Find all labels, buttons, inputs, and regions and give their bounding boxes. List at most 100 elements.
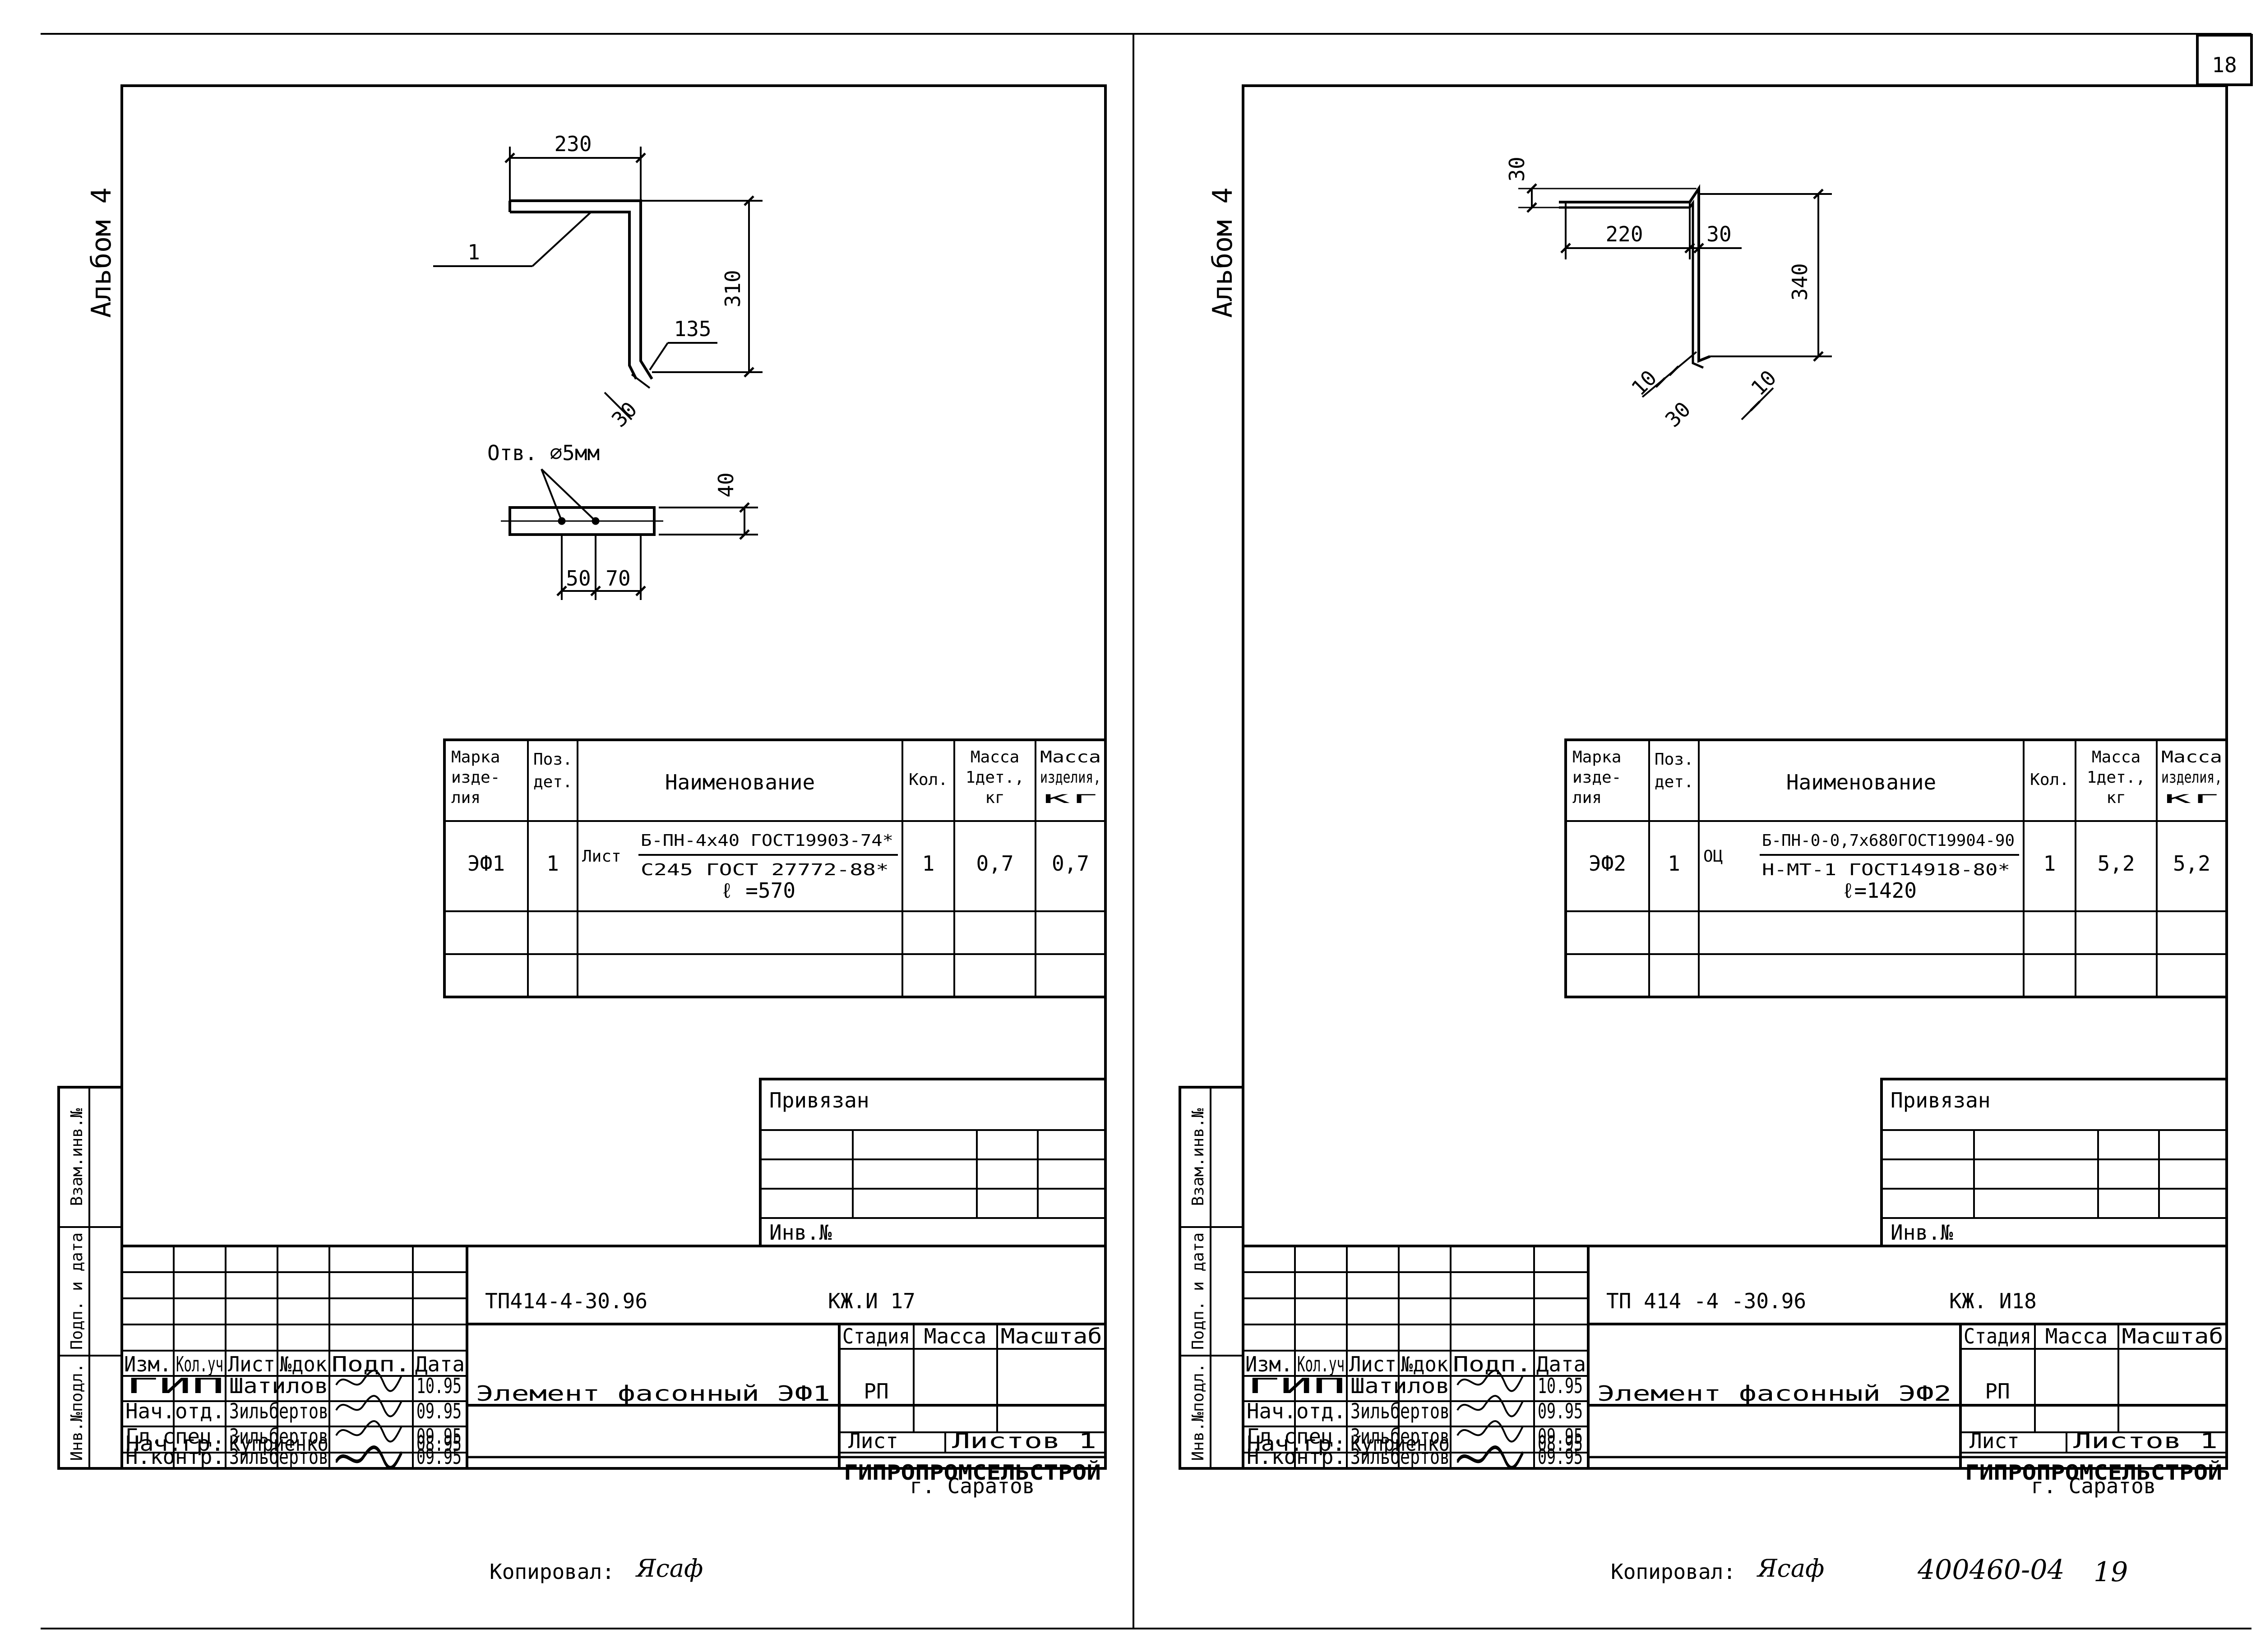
stamp-code: ТП414-4-30.96 bbox=[485, 1289, 647, 1313]
spec-mass-item: 0,7 bbox=[1052, 851, 1089, 876]
stamp-sheet-label: Лист bbox=[848, 1429, 898, 1453]
stamp-date: 09.95 bbox=[416, 1399, 462, 1423]
stamp-head-cell: Кол.уч bbox=[176, 1352, 223, 1376]
spec-header-mass-item: изделия, bbox=[2161, 768, 2222, 787]
leader bbox=[541, 469, 563, 521]
hole-label: Отв. ⌀5мм bbox=[487, 441, 600, 465]
stamp-date: 10.95 bbox=[1538, 1374, 1583, 1398]
leader-label: 1 bbox=[467, 240, 480, 264]
dim-tick bbox=[1655, 377, 1666, 388]
stamp-sheets-label: Листов 1 bbox=[952, 1429, 1096, 1453]
spec-mass-detail: 0,7 bbox=[976, 851, 1013, 876]
dim-tick bbox=[556, 586, 567, 596]
stamp-name: Шатилов bbox=[229, 1374, 328, 1398]
spec-header-name: Наименование bbox=[1786, 770, 1936, 794]
stamp-scale-head: Масштаб bbox=[1001, 1324, 1102, 1348]
stamp-head-cell: №док bbox=[1401, 1352, 1448, 1376]
dim-10: 10 bbox=[1627, 365, 1661, 400]
spec-header-mass-detail: 1дет., bbox=[2087, 768, 2145, 787]
dim-tick bbox=[744, 367, 754, 378]
stamp-city: г. Саратов bbox=[910, 1474, 1035, 1498]
stamp-head-cell: Подп. bbox=[332, 1352, 411, 1376]
spec-mark: ЭФ1 bbox=[467, 851, 505, 876]
signature-scribble bbox=[1456, 1445, 1524, 1468]
side-label: Взам.инв.№ bbox=[1189, 1108, 1207, 1206]
spec-qty: 1 bbox=[922, 851, 935, 876]
spec-material-profile: Б-ПН-4х40 ГОСТ19903-74* bbox=[641, 831, 893, 850]
side-label: Инв.№подл. bbox=[68, 1363, 86, 1461]
archive-number: 400460-04 bbox=[1917, 1554, 2065, 1586]
stamp-title: Элемент фасонный ЭФ1 bbox=[476, 1381, 830, 1406]
stamp-scale-head: Масштаб bbox=[2122, 1324, 2224, 1348]
stamp-code: ТП 414 -4 -30.96 bbox=[1606, 1289, 1806, 1313]
stamp-sheet-label: Лист bbox=[1969, 1429, 2020, 1453]
dim-135: 135 bbox=[674, 317, 711, 341]
spec-header-pos: дет. bbox=[1655, 773, 1694, 791]
strip-outline bbox=[1559, 184, 1711, 363]
stamp-title: Элемент фасонный ЭФ2 bbox=[1597, 1381, 1951, 1406]
side-label: Взам.инв.№ bbox=[68, 1108, 86, 1206]
spec-material-steel: Н-МТ-1 ГОСТ14918-80* bbox=[1762, 861, 2010, 879]
stamp-role: Нач.отд. bbox=[125, 1399, 225, 1423]
spec-header-mass-detail: кг bbox=[2106, 789, 2126, 807]
spec-mark: ЭФ2 bbox=[1589, 851, 1626, 876]
dim-tick bbox=[1813, 189, 1824, 199]
spec-header-mass-detail: Масса bbox=[971, 748, 1019, 766]
stamp-city: г. Саратов bbox=[2031, 1474, 2156, 1498]
stamp-role: Н.контр. bbox=[1247, 1444, 1346, 1469]
dim-line bbox=[604, 392, 633, 420]
stamp-head-cell: Лист bbox=[228, 1352, 275, 1376]
stamp-name: Зильбертов bbox=[229, 1424, 328, 1449]
leader bbox=[541, 468, 596, 522]
spec-qty: 1 bbox=[2043, 851, 2056, 876]
stamp-name: Куприенко bbox=[1350, 1431, 1450, 1456]
spec-table-frame bbox=[1564, 738, 2228, 998]
spec-header-mass-item: кг bbox=[2161, 789, 2222, 807]
dim-tick bbox=[504, 152, 515, 163]
side-label: Подп. и дата bbox=[1189, 1232, 1207, 1350]
dim-tick bbox=[1526, 183, 1537, 194]
strip-outline bbox=[510, 211, 638, 380]
dim-tick bbox=[1693, 243, 1704, 254]
dim-220: 220 bbox=[1605, 222, 1643, 246]
stamp-sheets-label: Листов 1 bbox=[2073, 1429, 2218, 1453]
stamp-role: Нач.отд. bbox=[1247, 1399, 1346, 1423]
dim-tick bbox=[739, 529, 750, 540]
spec-length: ℓ=1420 bbox=[1842, 878, 1917, 903]
dim-70: 70 bbox=[606, 566, 630, 591]
signature-scribble bbox=[1456, 1395, 1524, 1417]
stamp-role: Н.контр. bbox=[125, 1444, 225, 1469]
dim-340: 340 bbox=[1788, 263, 1812, 300]
stamp-sheet-code: КЖ.И 17 bbox=[828, 1289, 915, 1313]
stamp-name: Зильбертов bbox=[1350, 1424, 1450, 1449]
strip-outline bbox=[1559, 199, 1704, 369]
spec-pos: 1 bbox=[546, 851, 559, 876]
spec-header-name: Наименование bbox=[665, 770, 815, 794]
spec-header-mass-item: кг bbox=[1040, 789, 1101, 807]
spec-material-profile: Б-ПН-0-0,7х680ГОСТ19904-90 bbox=[1762, 831, 2015, 850]
spec-header-mark: Марка bbox=[1572, 748, 1621, 766]
stamp-mass-head: Масса bbox=[924, 1324, 986, 1348]
stamp-date: 10.95 bbox=[416, 1374, 462, 1398]
dim-30: 30 bbox=[1706, 222, 1731, 246]
spec-header-mass-detail: Масса bbox=[2092, 748, 2140, 766]
attached-title: Привязан bbox=[1891, 1088, 1991, 1112]
stamp-role: Нач.гр. bbox=[1247, 1431, 1346, 1456]
stamp-date: 09.95 bbox=[416, 1444, 462, 1469]
stamp-role: Нач.гр. bbox=[125, 1431, 225, 1456]
spec-mass-item: 5,2 bbox=[2173, 851, 2210, 876]
dim-310: 310 bbox=[721, 270, 745, 307]
spec-table-frame bbox=[443, 738, 1107, 998]
spec-header-pos: дет. bbox=[533, 773, 573, 791]
signature-scribble bbox=[1456, 1420, 1524, 1443]
stamp-date: 08.95 bbox=[416, 1431, 462, 1456]
dim-tick bbox=[1750, 401, 1761, 411]
stamp-mass-head: Масса bbox=[2045, 1324, 2108, 1348]
spec-header-mass-item: Масса bbox=[1040, 748, 1101, 766]
